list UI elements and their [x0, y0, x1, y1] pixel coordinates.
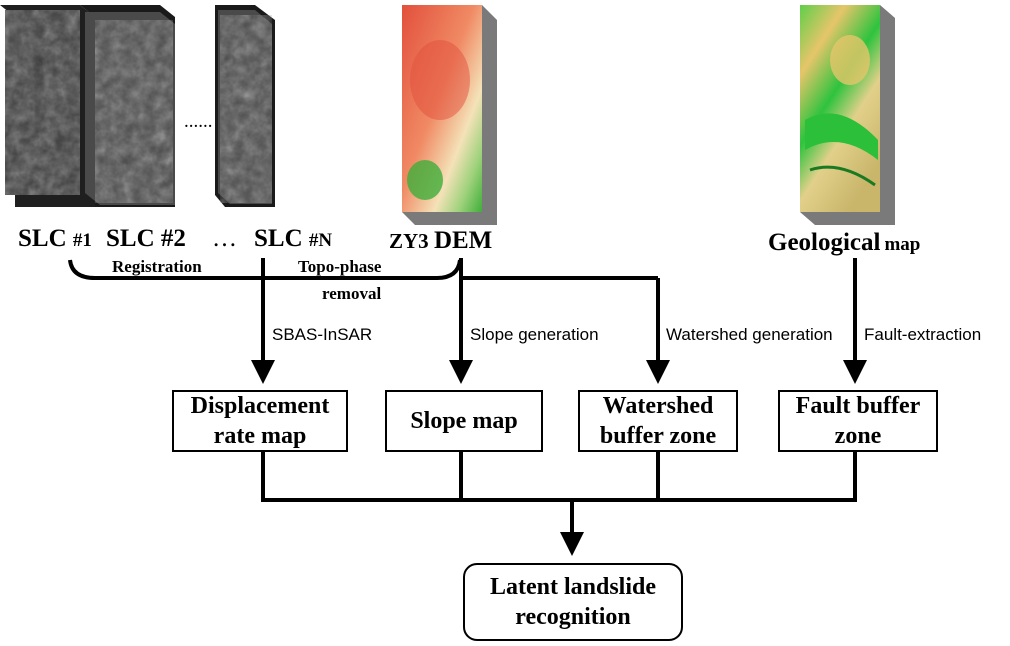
slcN-image: [215, 5, 275, 207]
slc1-image: [0, 5, 95, 207]
watershed-generation-label: Watershed generation: [666, 325, 833, 344]
slope-map-box: Slope map: [385, 390, 543, 452]
slc1-label: SLC #1: [18, 225, 92, 252]
geological-map-image: [800, 5, 895, 225]
watershed-buffer-zone-box: Watershed buffer zone: [578, 390, 738, 452]
sbas-insar-label: SBAS-InSAR: [272, 325, 373, 344]
slc2-label: SLC #2: [106, 225, 186, 252]
displacement-rate-map-box: Displacement rate map: [172, 390, 348, 452]
ellipsis-dots: ......: [184, 111, 213, 132]
fault-buffer-zone-box: Fault buffer zone: [778, 390, 938, 452]
removal-label: removal: [322, 284, 382, 303]
dem-image: [402, 5, 497, 225]
dem-label: ZY3 DEM: [389, 227, 493, 254]
slcN-label: SLC #N: [254, 225, 333, 252]
latent-landslide-recognition-box: Latent landslide recognition: [463, 563, 683, 641]
registration-label: Registration: [112, 257, 202, 276]
topo-phase-label: Topo-phase: [298, 257, 382, 276]
ellipsis-label: …: [212, 225, 237, 252]
geological-map-label: Geological map: [768, 229, 921, 256]
registration-brace: [68, 259, 462, 280]
slc2-image: [80, 5, 175, 207]
slope-generation-label: Slope generation: [470, 325, 599, 344]
fault-extraction-label: Fault-extraction: [864, 325, 982, 344]
